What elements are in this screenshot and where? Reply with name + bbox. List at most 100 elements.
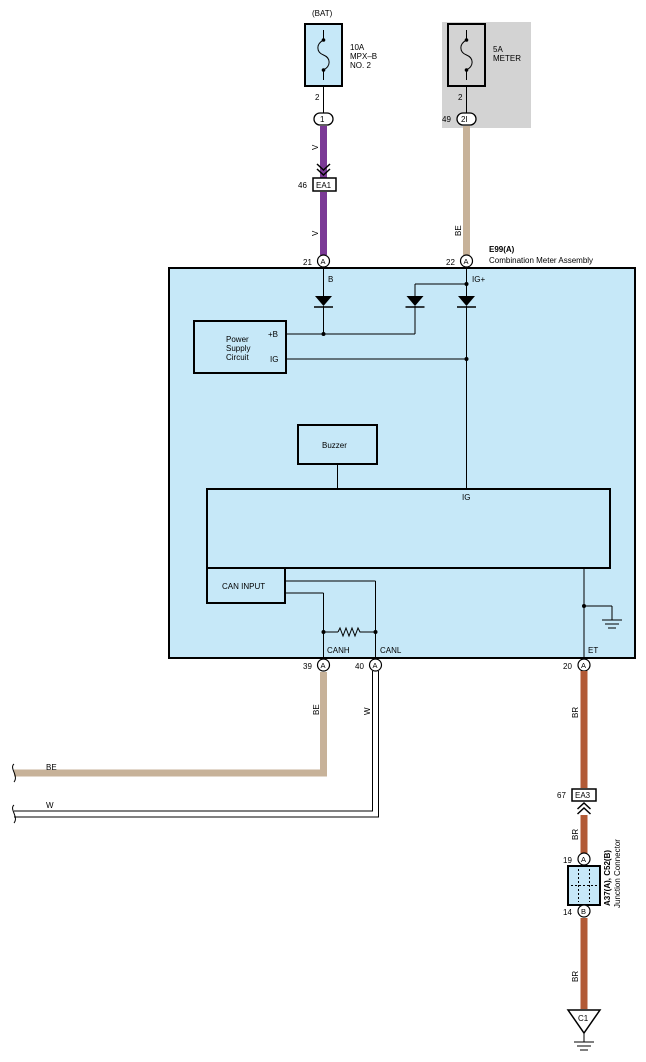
power-supply-line1: Power [226, 335, 249, 344]
power-supply-line2: Supply [226, 344, 250, 353]
connector-ea3[interactable] [571, 788, 597, 802]
fuse-bat-pin: 2 [315, 93, 320, 102]
fuse-meter-name: METER [493, 54, 521, 63]
diode-icon [314, 296, 333, 308]
white-wire-canl-inner [14, 671, 379, 818]
meter-label-igplus: IG+ [472, 275, 485, 284]
ground-icon [602, 619, 622, 629]
ground-icon [574, 1033, 594, 1051]
meter-pin-20-letter: A [581, 661, 586, 670]
junction-dot [464, 282, 469, 286]
wire-br-label-2: BR [571, 829, 580, 840]
connector-2i[interactable] [456, 112, 477, 126]
connector-ea3-chevrons [576, 801, 592, 815]
wire-break-icon [12, 804, 16, 824]
meter-id: E99(A) [489, 245, 515, 254]
wire-be-label-canh: BE [312, 704, 321, 715]
wire-be-label-ig: BE [454, 225, 463, 236]
connector-ea1-pin: 46 [298, 181, 307, 190]
meter-pin-40: 40 [355, 662, 364, 671]
meter-pin-22: 22 [446, 258, 455, 267]
beige-wire-canh [14, 672, 327, 777]
junction-letter-top: A [581, 855, 586, 864]
connector-ea1-chevrons [316, 163, 331, 177]
buzzer[interactable] [297, 424, 378, 465]
internal-wiring-et [583, 568, 613, 659]
connector-2i-id: 49 [442, 115, 451, 124]
bat-source-label: (BAT) [312, 9, 333, 18]
meter-pin-20: 20 [563, 662, 572, 671]
wire-br-label-1: BR [571, 707, 580, 718]
junction-dot [321, 630, 326, 634]
junction-name: Junction Connector [613, 839, 622, 908]
fuse-meter-rating: 5A [493, 45, 503, 54]
internal-wiring-can [285, 580, 376, 659]
connector-ea3-label: EA3 [575, 791, 591, 800]
wire-w-label-canl: W [363, 707, 372, 715]
meter-pin-40-letter: A [373, 661, 378, 670]
meter-pin-39-letter: A [321, 661, 326, 670]
power-supply-circuit[interactable] [193, 320, 287, 374]
connector-1[interactable] [313, 112, 334, 126]
power-supply-pin-b: +B [268, 330, 278, 339]
connector-ea1[interactable] [312, 177, 337, 192]
fuse-icon [317, 30, 330, 80]
meter-pin-22-letter: A [464, 257, 469, 266]
power-supply-pin-ig: IG [270, 355, 278, 364]
cpu-ig-label: IG [462, 493, 470, 502]
meter-cpu-block[interactable] [206, 488, 611, 569]
junction-dot [321, 332, 326, 336]
meter-label-b: B [328, 275, 333, 284]
meter-label-et: ET [588, 646, 598, 655]
junction-internal [571, 869, 597, 902]
brown-wire-ground [580, 918, 588, 1009]
fuse-meter-pin: 2 [458, 93, 463, 102]
fuse-bat-name-2: NO. 2 [350, 61, 371, 70]
white-wire-canl-outer [14, 671, 373, 812]
meter-pin-21: 21 [303, 258, 312, 267]
wire-break-icon [12, 763, 16, 783]
diode-icon [405, 296, 425, 308]
buzzer-label: Buzzer [322, 441, 347, 450]
fuse-bat-rating: 10A [350, 43, 365, 52]
meter-name: Combination Meter Assembly [489, 256, 593, 265]
diode-icon [457, 296, 476, 308]
junction-dot [582, 604, 586, 608]
fuse-bat-name-1: MPX–B [350, 52, 377, 61]
fuse-icon [460, 30, 473, 80]
meter-label-canh: CANH [327, 646, 350, 655]
meter-label-canl: CANL [380, 646, 402, 655]
wire-br-label-3: BR [571, 971, 580, 982]
violet-wire-lower [320, 192, 327, 255]
wire-be-label-left: BE [46, 763, 57, 772]
junction-letter-bottom: B [581, 907, 586, 916]
junction-dot [464, 357, 469, 361]
brown-wire-ea3-junction [580, 815, 588, 853]
wire-v-label-2: V [311, 230, 320, 236]
can-input[interactable] [206, 567, 286, 604]
internal-wiring-top [286, 267, 467, 488]
junction-pin-14-connector[interactable] [577, 904, 591, 918]
wire-w-label-left: W [46, 801, 54, 810]
connector-1-pin: 1 [320, 115, 325, 124]
power-supply-line3: Circuit [226, 353, 249, 362]
connector-2i-pin: 2I [461, 115, 468, 124]
connector-ea1-label: EA1 [316, 181, 332, 190]
meter-pin-40-connector[interactable] [368, 658, 383, 672]
junction-dot [373, 630, 378, 634]
ground-c1[interactable] [566, 1009, 602, 1035]
can-input-label: CAN INPUT [222, 582, 265, 591]
resistor-icon [337, 626, 362, 638]
ground-c1-label: C1 [578, 1014, 589, 1023]
junction-id: A37(A), C52(B) [603, 850, 612, 906]
connector-ea3-pin: 67 [557, 791, 566, 800]
meter-pin-39-connector[interactable] [316, 658, 331, 672]
meter-pin-39: 39 [303, 662, 312, 671]
meter-pin-21-letter: A [321, 257, 326, 266]
beige-wire-ig [463, 126, 470, 255]
junction-pin-bottom: 14 [563, 908, 572, 917]
brown-wire-et [580, 671, 588, 788]
wire-v-label-1: V [311, 144, 320, 150]
junction-pin-top: 19 [563, 856, 572, 865]
